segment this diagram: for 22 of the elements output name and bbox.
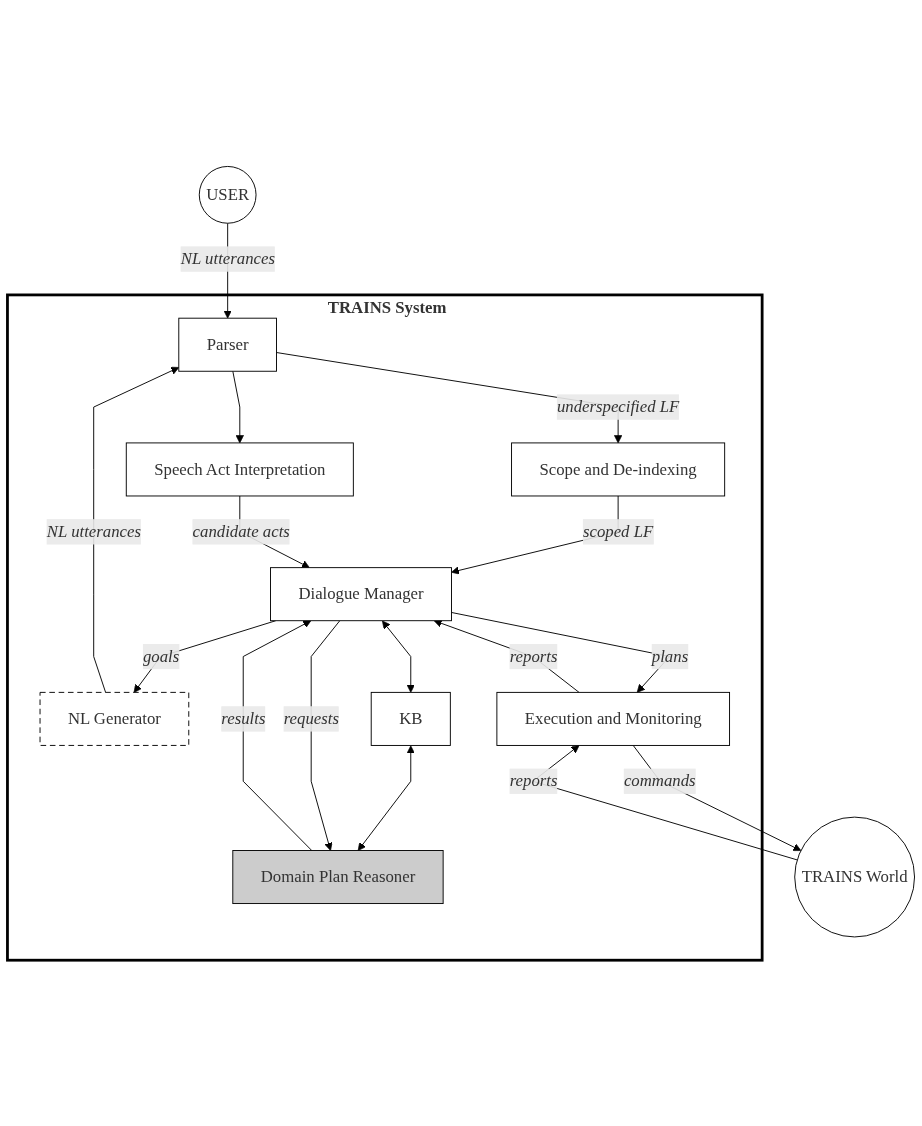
edge-label: plans	[651, 646, 689, 666]
node-box: Scope and De-indexing	[511, 442, 726, 497]
edge-label: NL utterances	[46, 521, 141, 541]
edge-label: goals	[142, 646, 180, 666]
node-box: Dialogue Manager	[270, 566, 452, 621]
node-circle: TRAINS World	[794, 816, 915, 938]
node-box: KB	[370, 691, 451, 746]
node-circle: USER	[198, 165, 257, 224]
edge-label: scoped LF	[582, 521, 654, 541]
edge-label: reports	[509, 646, 558, 666]
edge-label: commands	[623, 771, 696, 790]
node-box: Speech Act Interpretation	[125, 442, 354, 497]
edge-label: candidate acts	[192, 521, 290, 541]
node-box: NL Generator	[39, 691, 190, 746]
edge-label: underspecified LF	[556, 396, 680, 416]
node-box: Domain Plan Reasoner	[232, 849, 444, 904]
edge-label: requests	[283, 708, 339, 728]
node-box: Parser	[178, 317, 277, 372]
edge-label: NL utterances	[180, 248, 275, 268]
node-box: Execution and Monitoring	[496, 691, 731, 746]
edge-label: reports	[509, 771, 558, 790]
edge-label: results	[221, 708, 266, 728]
